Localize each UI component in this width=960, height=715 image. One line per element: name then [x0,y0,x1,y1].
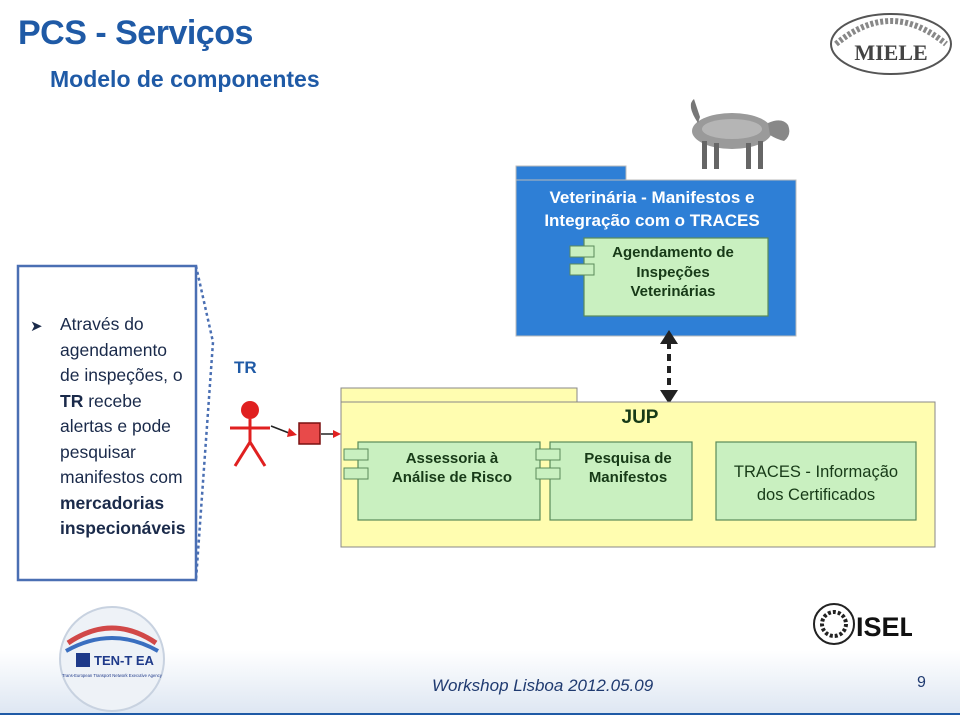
miele-logo: MIELE [830,13,952,75]
component-traces [715,441,917,521]
actor-label: TR [234,358,257,377]
package-vet [515,165,797,337]
callout-line: TR recebe [60,390,142,411]
callout-line: alertas e pode [60,416,171,436]
ten-t-logo: TEN-T EA Trans-European Transport Networ… [59,606,165,712]
vet-package-title: Veterinária - Manifestos e Integração co… [544,188,760,230]
callout-text: ➤ Através do agendamento de inspeções, o… [30,312,205,542]
ten-t-logo-text: TEN-T EA [94,653,155,668]
actor-head-icon [241,401,259,419]
isel-logo-text: ISEL [856,612,912,642]
port-icon [298,422,321,445]
jup-package-title: JUP [621,407,659,428]
component-pesquisa [549,441,693,521]
ten-t-logo-subtext: Trans-European Transport Network Executi… [62,673,163,678]
page-title: PCS - Serviços [18,14,253,52]
component-agendamento [583,237,769,317]
callout-line: inspecionáveis [60,518,186,538]
callout-line: mercadorias [60,492,165,513]
dependency-arrow [660,330,678,404]
callout-line: pesquisar [60,441,136,462]
callout-line: de inspeções, o [60,365,183,385]
bullet-arrow-icon: ➤ [30,318,43,335]
package-jup [340,387,936,548]
component-pesquisa-label: Pesquisa de Manifestos [584,450,672,486]
component-assessoria-label: Assessoria à Análise de Risco [391,450,513,486]
cow-image [690,99,790,169]
callout-box [16,264,215,582]
actor-tr [230,401,341,467]
callout-line: Através do [60,314,144,334]
callout-line: manifestos com [60,467,183,487]
page-subtitle: Modelo de componentes [50,66,320,92]
component-agendamento-label: Agendamento de Inspeções Veterinárias [612,244,734,300]
callout-line: agendamento [60,339,168,360]
component-traces-label: TRACES - Informação dos Certificados [733,463,899,504]
isel-logo: ISEL [813,603,912,645]
component-assessoria [357,441,541,521]
page-number: 9 [917,674,926,691]
footer-text: Workshop Lisboa 2012.05.09 [432,676,654,695]
miele-logo-text: MIELE [854,40,927,65]
